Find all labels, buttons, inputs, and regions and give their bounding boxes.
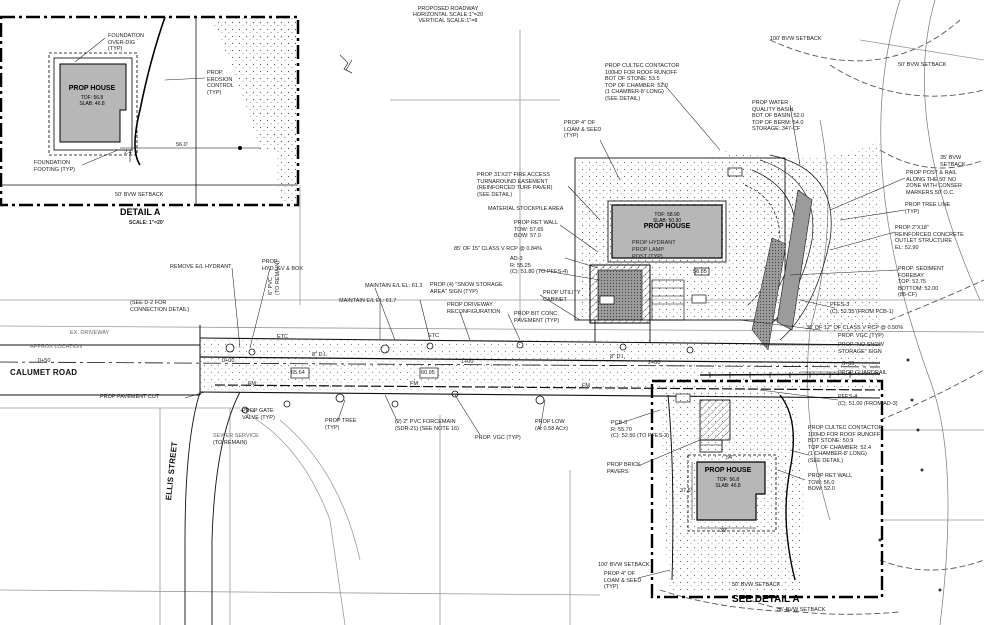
utility-symbols (225, 341, 694, 414)
upper-lot (574, 140, 880, 351)
leader-lines (74, 37, 906, 579)
road-corridor (0, 320, 881, 625)
detail-a-box (0, 15, 300, 207)
lower-lot (650, 379, 884, 599)
setback-arcs (659, 19, 984, 615)
